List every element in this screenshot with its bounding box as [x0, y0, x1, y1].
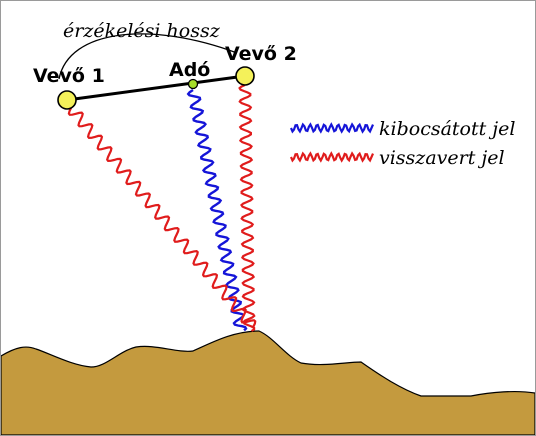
receiver-1-label: Vevő 1 — [33, 65, 105, 87]
legend-reflected-swatch — [289, 151, 375, 163]
receiver-1-node — [57, 90, 77, 110]
sensing-length-label: érzékelési hossz — [63, 20, 221, 42]
legend-reflected-label: visszavert jel — [379, 147, 505, 169]
legend-emitted-swatch — [289, 122, 375, 134]
emitted-signal-wave — [186, 89, 248, 332]
receiver-2-label: Vevő 2 — [225, 43, 297, 65]
legend-emitted-label: kibocsátott jel — [379, 118, 516, 140]
terrain — [1, 330, 535, 435]
baseline-line — [66, 74, 246, 102]
reflected-signal-wave-to-receiver-2 — [238, 83, 256, 332]
transmitter-node — [187, 78, 199, 90]
transmitter-label: Adó — [169, 59, 210, 81]
sensing-length-arc — [58, 33, 238, 80]
receiver-2-node — [235, 66, 255, 86]
reflected-signal-wave-to-receiver-1 — [67, 107, 257, 328]
